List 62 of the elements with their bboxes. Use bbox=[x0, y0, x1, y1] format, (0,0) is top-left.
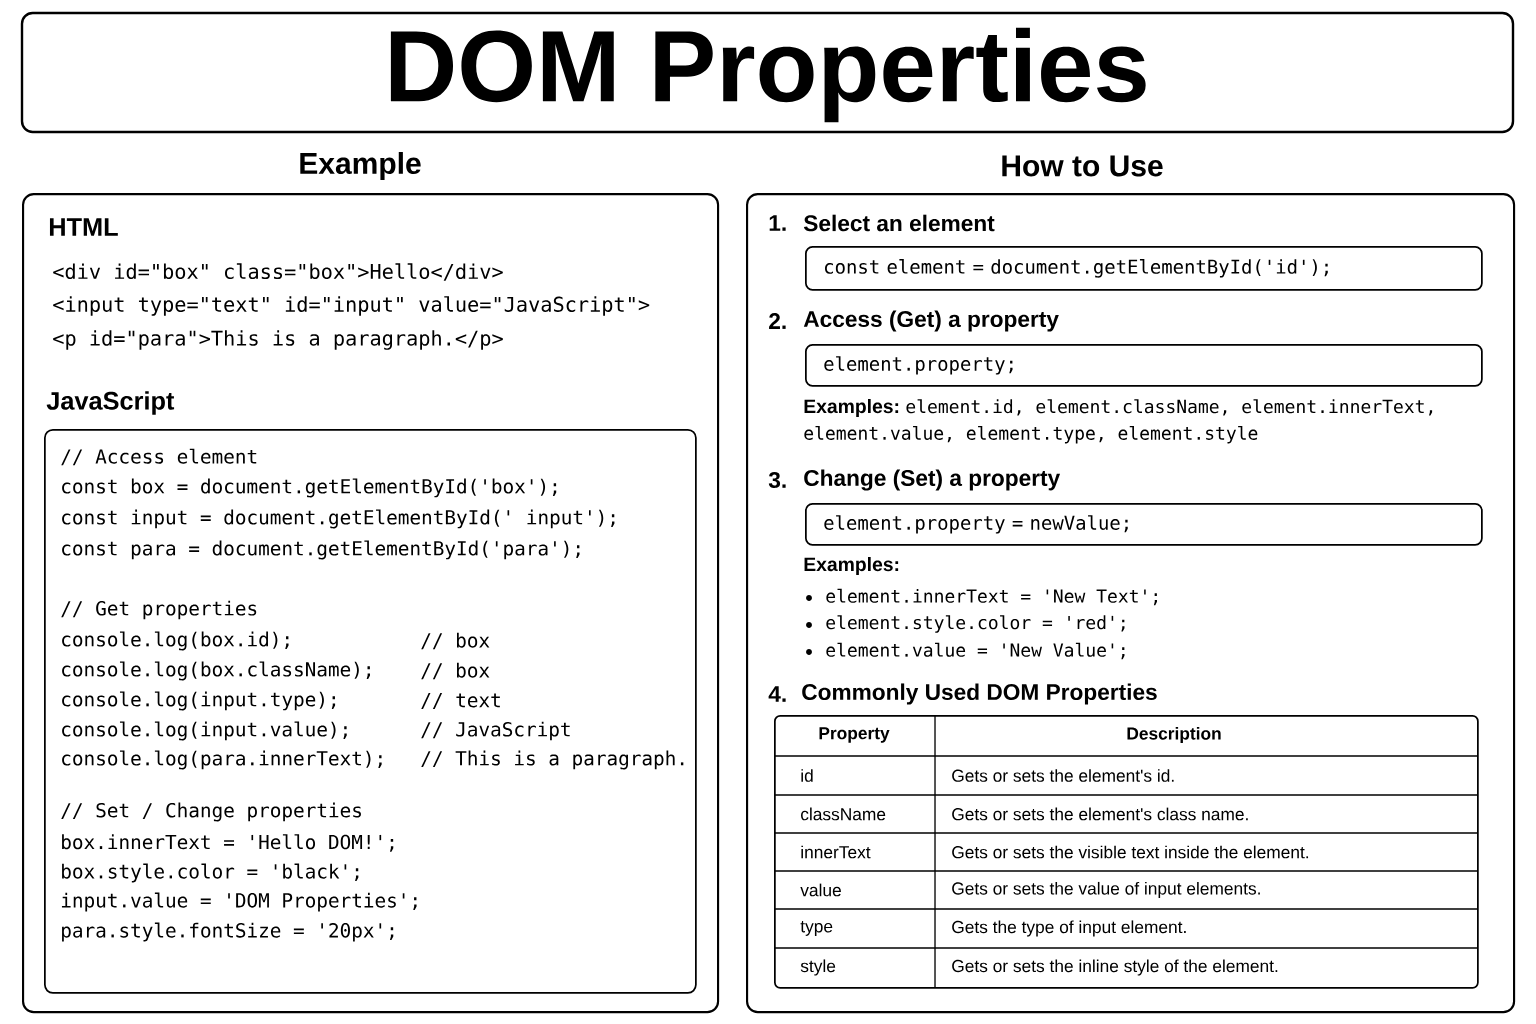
table-cell: innerText bbox=[801, 845, 871, 859]
code-line: para.style.fontSize = '20px'; bbox=[62, 922, 394, 942]
table-cell: Gets the type of input element. bbox=[952, 920, 1186, 937]
step-heading: Select an element bbox=[803, 214, 995, 232]
bullet-item: element.innerText = 'New Text'; bbox=[806, 588, 1157, 606]
table-cell: Gets or sets the visible text inside the element. bbox=[952, 845, 1309, 859]
code-box: const element = document.getElementById('id'); bbox=[805, 246, 1483, 291]
code-line: const para = document.getElementById('para'); bbox=[62, 540, 580, 560]
code-line: console.log(para.innerText); bbox=[62, 750, 382, 770]
table-cell: Gets or sets the value of input elements. bbox=[952, 881, 1260, 899]
code-line: // text bbox=[421, 693, 500, 709]
code-line: input.value = 'DOM Properties'; bbox=[61, 892, 417, 912]
section-heading: HTML bbox=[49, 218, 118, 236]
panel-heading: How to Use bbox=[1002, 155, 1163, 177]
code-line: console.log(input.value); bbox=[62, 721, 347, 741]
step-number: 4. bbox=[768, 686, 786, 702]
step-heading: Commonly Used DOM Properties bbox=[802, 683, 1157, 705]
code-line: // Get properties bbox=[61, 600, 257, 620]
code-line: box.innerText = 'Hello DOM!'; bbox=[62, 834, 394, 852]
code-block bbox=[44, 429, 697, 994]
column-header: Property bbox=[819, 727, 890, 743]
step-heading: Access (Get) a property bbox=[803, 310, 1059, 332]
step-number: 3. bbox=[768, 471, 786, 489]
step-heading: Change (Set) a property bbox=[804, 469, 1061, 491]
bullet-item: element.value = 'New Value'; bbox=[806, 642, 1125, 660]
code-line: <div id="box" class="box">Hello</div> bbox=[53, 263, 503, 281]
properties-table bbox=[773, 714, 1479, 989]
code-line: // Access element bbox=[61, 448, 257, 466]
title-banner: DOM Properties bbox=[20, 11, 1515, 134]
code-line: console.log(input.type); bbox=[62, 691, 336, 711]
column-header: Description bbox=[1127, 726, 1221, 744]
code-line: // box bbox=[421, 662, 490, 680]
code-line: // JavaScript bbox=[421, 721, 570, 741]
examples-text: Examples: element.id, element.className, element.innerText, element.value, element.type, element.style bbox=[804, 399, 1433, 444]
code-line: <p id="para">This is a paragraph.</p> bbox=[53, 330, 503, 350]
table-cell: id bbox=[801, 769, 813, 782]
section-heading: JavaScript bbox=[46, 391, 175, 415]
panel bbox=[22, 152, 720, 1014]
code-box: element.property; bbox=[805, 344, 1483, 387]
code-box: element.property = newValue; bbox=[805, 503, 1483, 546]
code-line: console.log(box.className); bbox=[62, 661, 370, 681]
table-cell: className bbox=[801, 807, 886, 821]
step-number: 2. bbox=[769, 313, 786, 329]
table-cell: type bbox=[800, 921, 833, 936]
code-line: box.style.color = 'black'; bbox=[62, 863, 359, 883]
code-line: // This is a paragraph. bbox=[421, 750, 684, 770]
code-line: const box = document.getElementById('box'); bbox=[62, 478, 557, 498]
code-line: <input type="text" id="input" value="JavaScript"> bbox=[53, 296, 650, 316]
examples-label: Examples: bbox=[804, 557, 899, 575]
table-cell: Gets or sets the inline style of the element. bbox=[952, 959, 1278, 976]
table-cell: Gets or sets the element's id. bbox=[952, 769, 1174, 782]
table-cell: Gets or sets the element's class name. bbox=[952, 807, 1248, 821]
code-line: console.log(box.id); bbox=[62, 631, 289, 651]
bullet-item: element.style.color = 'red'; bbox=[806, 615, 1125, 633]
code-line: // box bbox=[421, 632, 490, 650]
panel-heading: Example bbox=[300, 152, 421, 180]
code-line: // Set / Change properties bbox=[61, 802, 361, 822]
table-cell: style bbox=[800, 959, 836, 976]
table-cell: value bbox=[800, 883, 841, 897]
code-line: const input = document.getElementById(' input'); bbox=[62, 509, 615, 529]
panel bbox=[746, 155, 1516, 1014]
step-number: 1. bbox=[769, 215, 786, 231]
